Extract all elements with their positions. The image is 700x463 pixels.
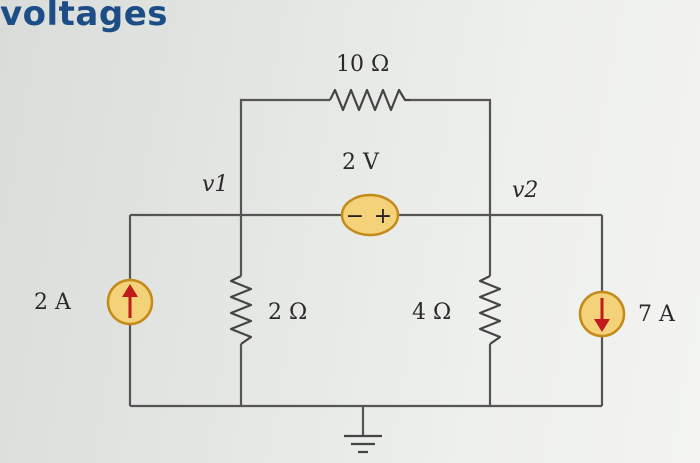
wires [128,98,604,436]
label-r-left: 2 Ω [268,300,308,325]
label-node-1: v1 [202,172,229,197]
vsource-plus: + [374,204,392,229]
resistor-4-ohm [478,275,502,345]
resistor-2-ohm [229,275,253,345]
current-source-right [578,290,626,338]
label-node-2: v2 [512,178,539,203]
current-source-left [106,278,154,326]
arrow-up-icon [122,284,138,297]
wire-top-right [410,98,492,215]
arrow-down-icon [594,319,610,332]
resistor-10-ohm [329,88,410,112]
label-r-top: 10 Ω [336,52,390,77]
label-isource-right: 7 A [638,302,675,327]
page-heading: voltages [0,0,169,34]
vsource-minus: − [346,204,364,229]
ground-icon [344,434,382,454]
wire-top-left [239,98,330,215]
label-r-right: 4 Ω [412,300,452,325]
label-vsource: 2 V [342,150,379,175]
voltage-source-2v: − + [340,193,400,237]
label-isource-left: 2 A [34,290,71,315]
